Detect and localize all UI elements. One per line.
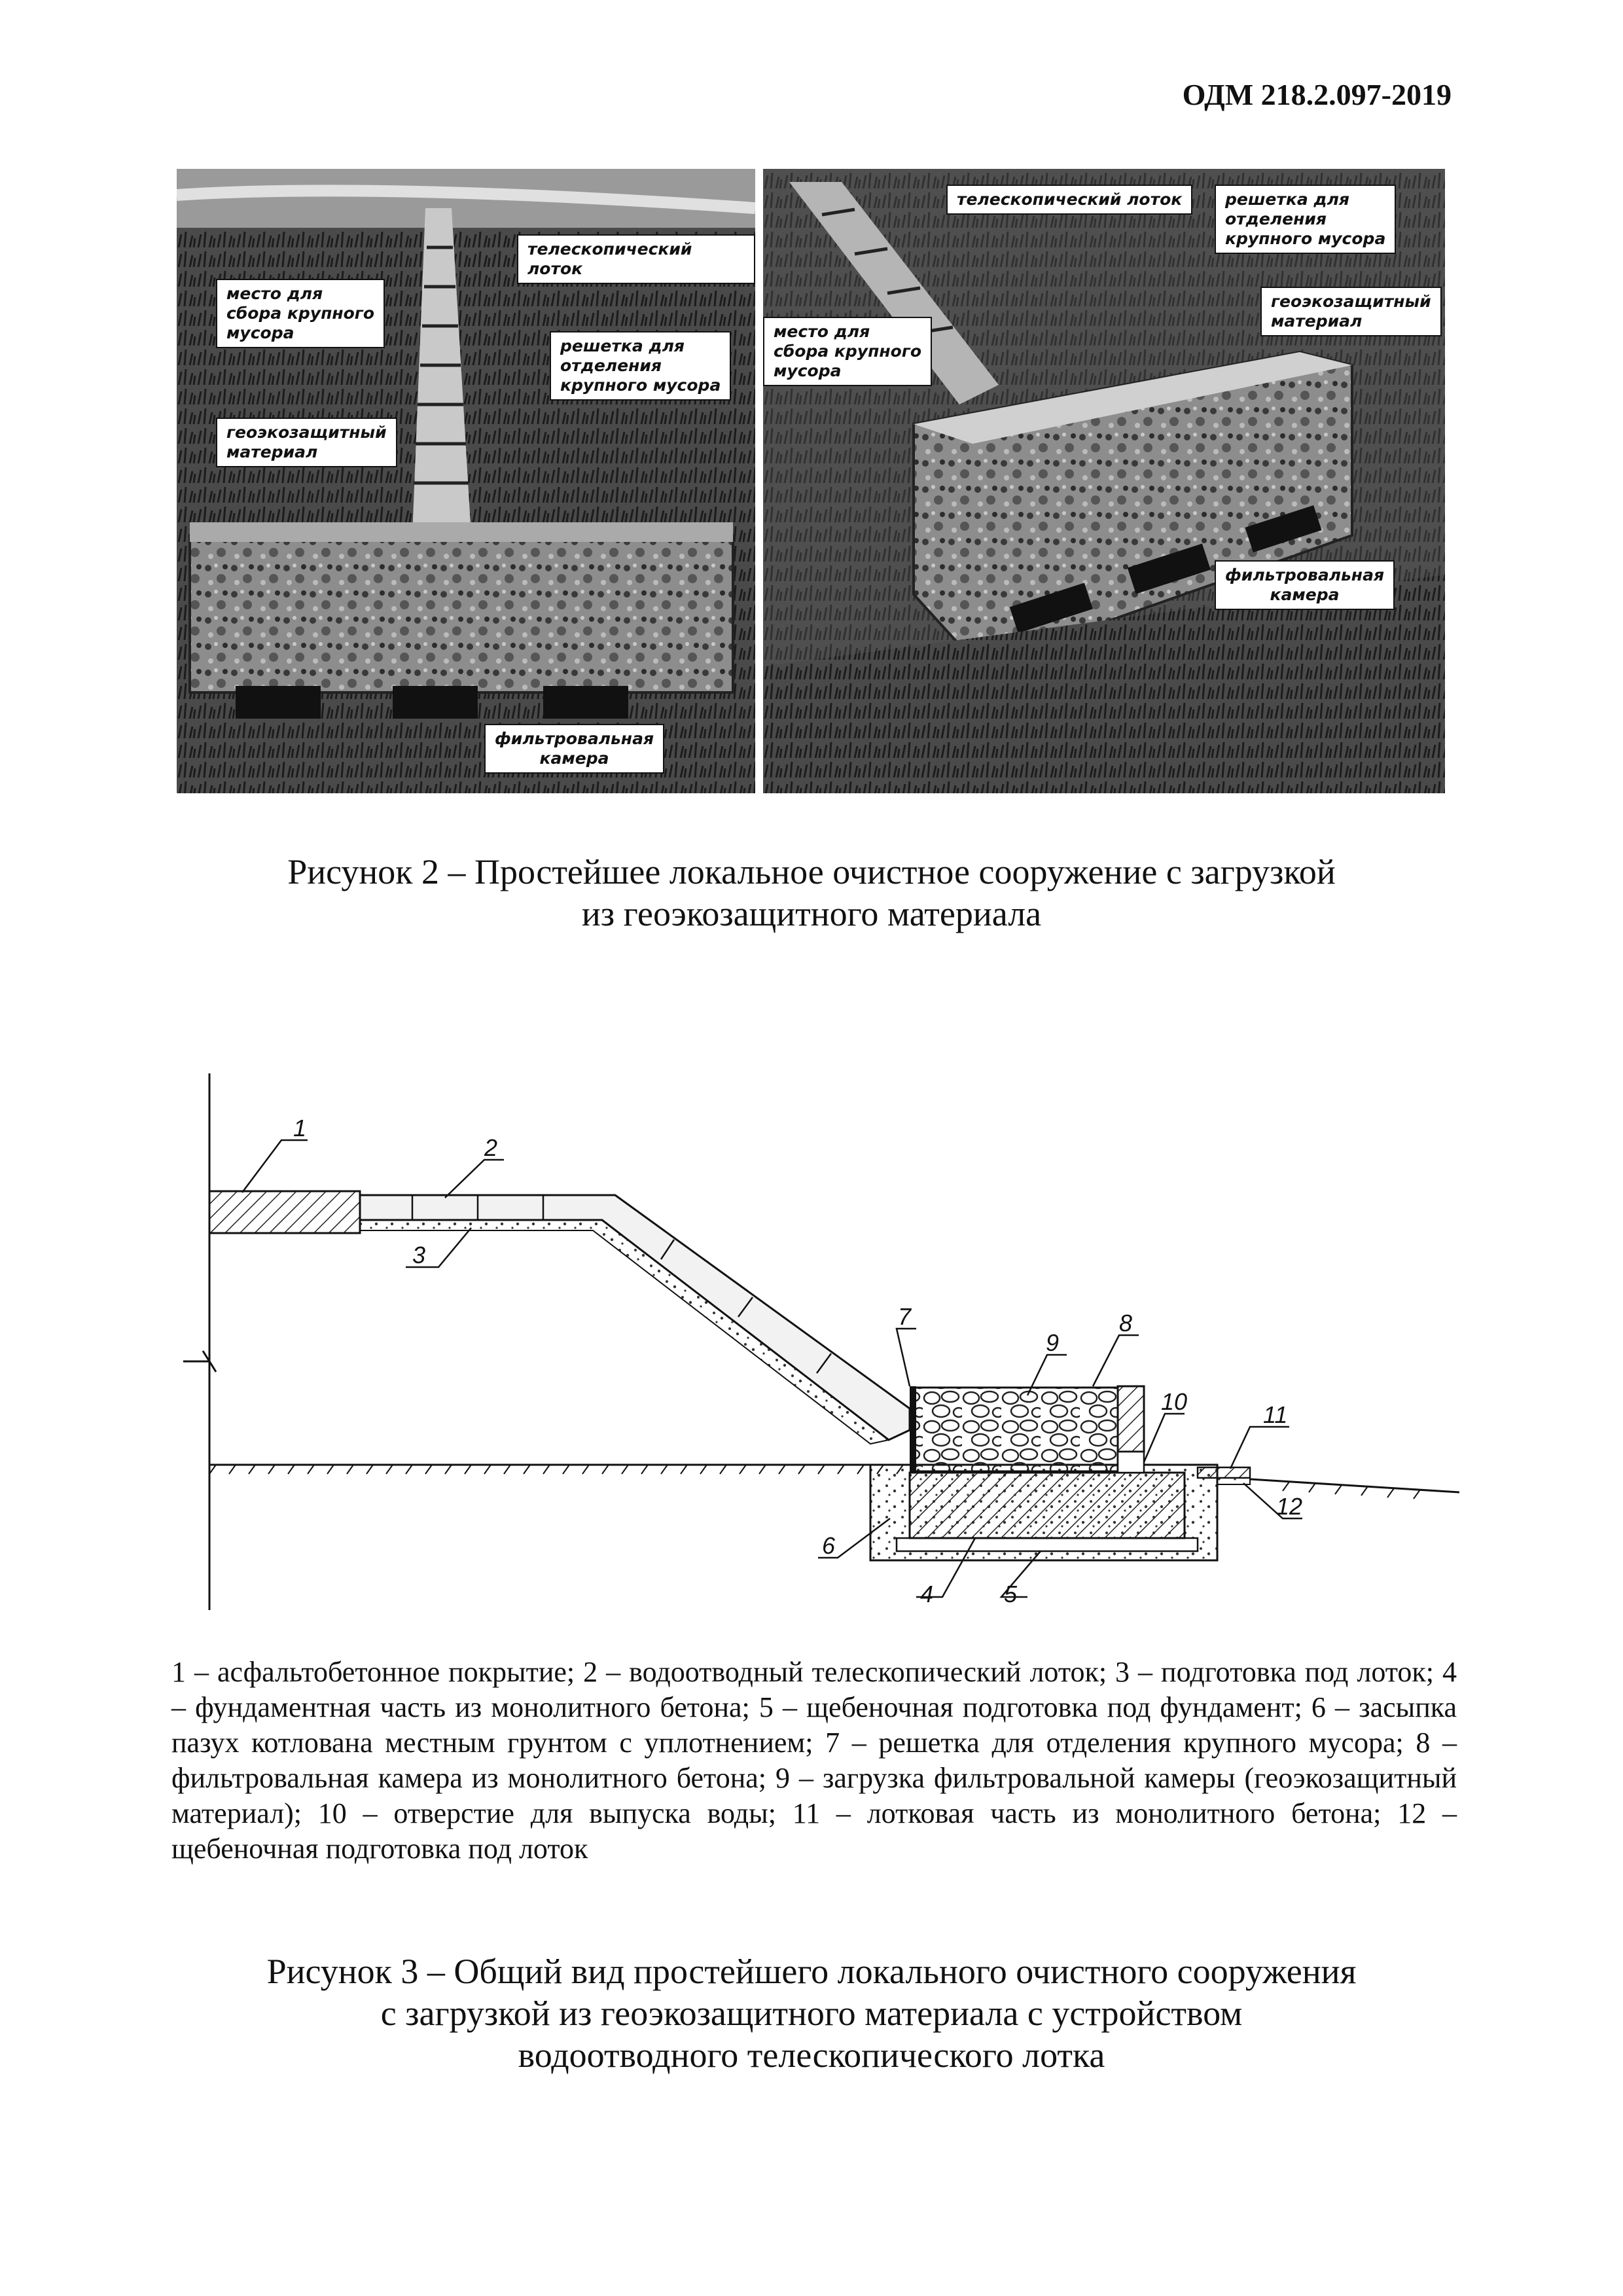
debris-grate xyxy=(910,1386,916,1473)
left-label-grate: решетка для отделения крупного мусора xyxy=(550,331,732,401)
right-label-grate: решетка для отделения крупного мусора xyxy=(1215,185,1397,254)
callout-4: 4 xyxy=(920,1581,933,1607)
figure2-caption: Рисунок 2 – Простейшее локальное очистно… xyxy=(287,852,1336,933)
drawing-svg: 1 2 3 4 5 6 7 8 9 10 11 12 xyxy=(183,1073,1460,1610)
gravel-preparation xyxy=(895,1537,1199,1552)
callout-leaders xyxy=(241,1139,1302,1598)
filter-load xyxy=(914,1386,1119,1473)
filter-chamber-wall xyxy=(1116,1385,1145,1453)
callout-3: 3 xyxy=(412,1242,425,1268)
water-outlet xyxy=(1116,1450,1145,1474)
callout-9: 9 xyxy=(1046,1329,1059,1356)
callout-5: 5 xyxy=(1004,1581,1018,1607)
ground-hatch xyxy=(209,1464,1421,1499)
right-label-debris-place: место для сбора крупного мусора xyxy=(763,317,933,386)
foundation xyxy=(908,1471,1186,1539)
right-label-geo-material: геоэкозащитный материал xyxy=(1260,287,1442,336)
callout-6: 6 xyxy=(822,1532,836,1559)
photo-right: телескопический лоток решетка для отделе… xyxy=(763,169,1445,793)
tray-preparation xyxy=(359,1219,891,1445)
callout-8: 8 xyxy=(1119,1310,1132,1336)
outlet-tray xyxy=(1196,1466,1251,1479)
figure3-caption: Рисунок 3 – Общий вид простейшего локаль… xyxy=(266,1952,1357,2075)
callout-7: 7 xyxy=(898,1303,912,1330)
callout-11: 11 xyxy=(1263,1401,1287,1428)
left-label-filter-chamber: фильтровальная камера xyxy=(484,724,665,774)
figure3-legend: 1 – асфальтобетонное покрытие; 2 – водоо… xyxy=(171,1656,1457,1865)
callout-1: 1 xyxy=(293,1115,306,1141)
figure3-drawing: 1 2 3 4 5 6 7 8 9 10 11 12 xyxy=(177,1073,1460,1610)
asphalt-pavement xyxy=(208,1190,361,1234)
photo-right-image xyxy=(763,169,1445,793)
right-label-filter-chamber: фильтровальная камера xyxy=(1215,560,1395,610)
photo-left: телескопический лоток место для сбора кр… xyxy=(177,169,755,793)
left-label-debris-place: место для сбора крупного мусора xyxy=(216,279,385,348)
document-code: ОДМ 218.2.097-2019 xyxy=(1182,78,1452,111)
right-label-telescopic-tray: телескопический лоток xyxy=(946,185,1193,215)
tray-joints xyxy=(411,1195,832,1374)
left-label-geo-material: геоэкозащитный материал xyxy=(216,418,397,467)
callout-10: 10 xyxy=(1161,1388,1187,1415)
left-label-telescopic-tray: телескопический лоток xyxy=(517,234,755,284)
callout-2: 2 xyxy=(484,1134,497,1161)
outlet-tray-preparation xyxy=(1217,1477,1251,1485)
callout-12: 12 xyxy=(1276,1493,1302,1520)
